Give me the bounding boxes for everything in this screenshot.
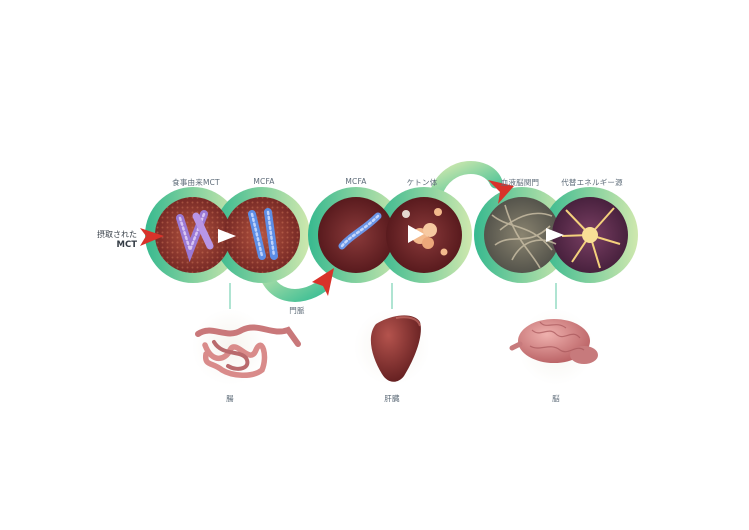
brain-entry-arrow-icon — [488, 180, 514, 204]
portal-vein-label: 門脈 — [289, 306, 305, 315]
stage2-ring — [308, 187, 472, 283]
stage1-right-label: MCFA — [253, 177, 275, 186]
intake-arrow-icon — [140, 228, 164, 246]
liver-label: 肝臓 — [384, 394, 400, 403]
mcfa-chain-icon — [338, 212, 382, 250]
blood-tube — [429, 161, 503, 200]
intestine-label: 腸 — [226, 394, 234, 403]
mct-molecule-icon — [176, 210, 214, 263]
conversion-arrow-icon — [546, 228, 564, 242]
liver-icon — [370, 315, 421, 382]
brain-label: 脳 — [552, 394, 560, 403]
organ-connector-lines — [229, 283, 557, 312]
mcfa-molecule-icon — [248, 208, 278, 260]
conversion-arrow-icon — [218, 229, 236, 243]
intake-label-line1: 摂取された — [97, 230, 137, 239]
blood-brain-barrier-fibers-icon — [491, 204, 557, 269]
stage3-right-label: 代替エネルギー源 — [561, 178, 623, 187]
neuron-icon — [561, 207, 621, 269]
stage1-left-label: 食事由来MCT — [172, 178, 220, 187]
intestine-icon — [195, 324, 301, 378]
portal-entry-arrow-icon — [312, 268, 334, 296]
conversion-arrow-icon — [408, 225, 424, 243]
stage3-left-label: 血液脳関門 — [500, 178, 540, 187]
intake-label: 摂取された MCT — [97, 229, 137, 251]
intake-label-line2: MCT — [116, 240, 138, 250]
brain-icon — [509, 319, 598, 364]
stage2-left-label: MCFA — [345, 177, 367, 186]
stage2-right-label: ケトン体 — [406, 178, 438, 187]
